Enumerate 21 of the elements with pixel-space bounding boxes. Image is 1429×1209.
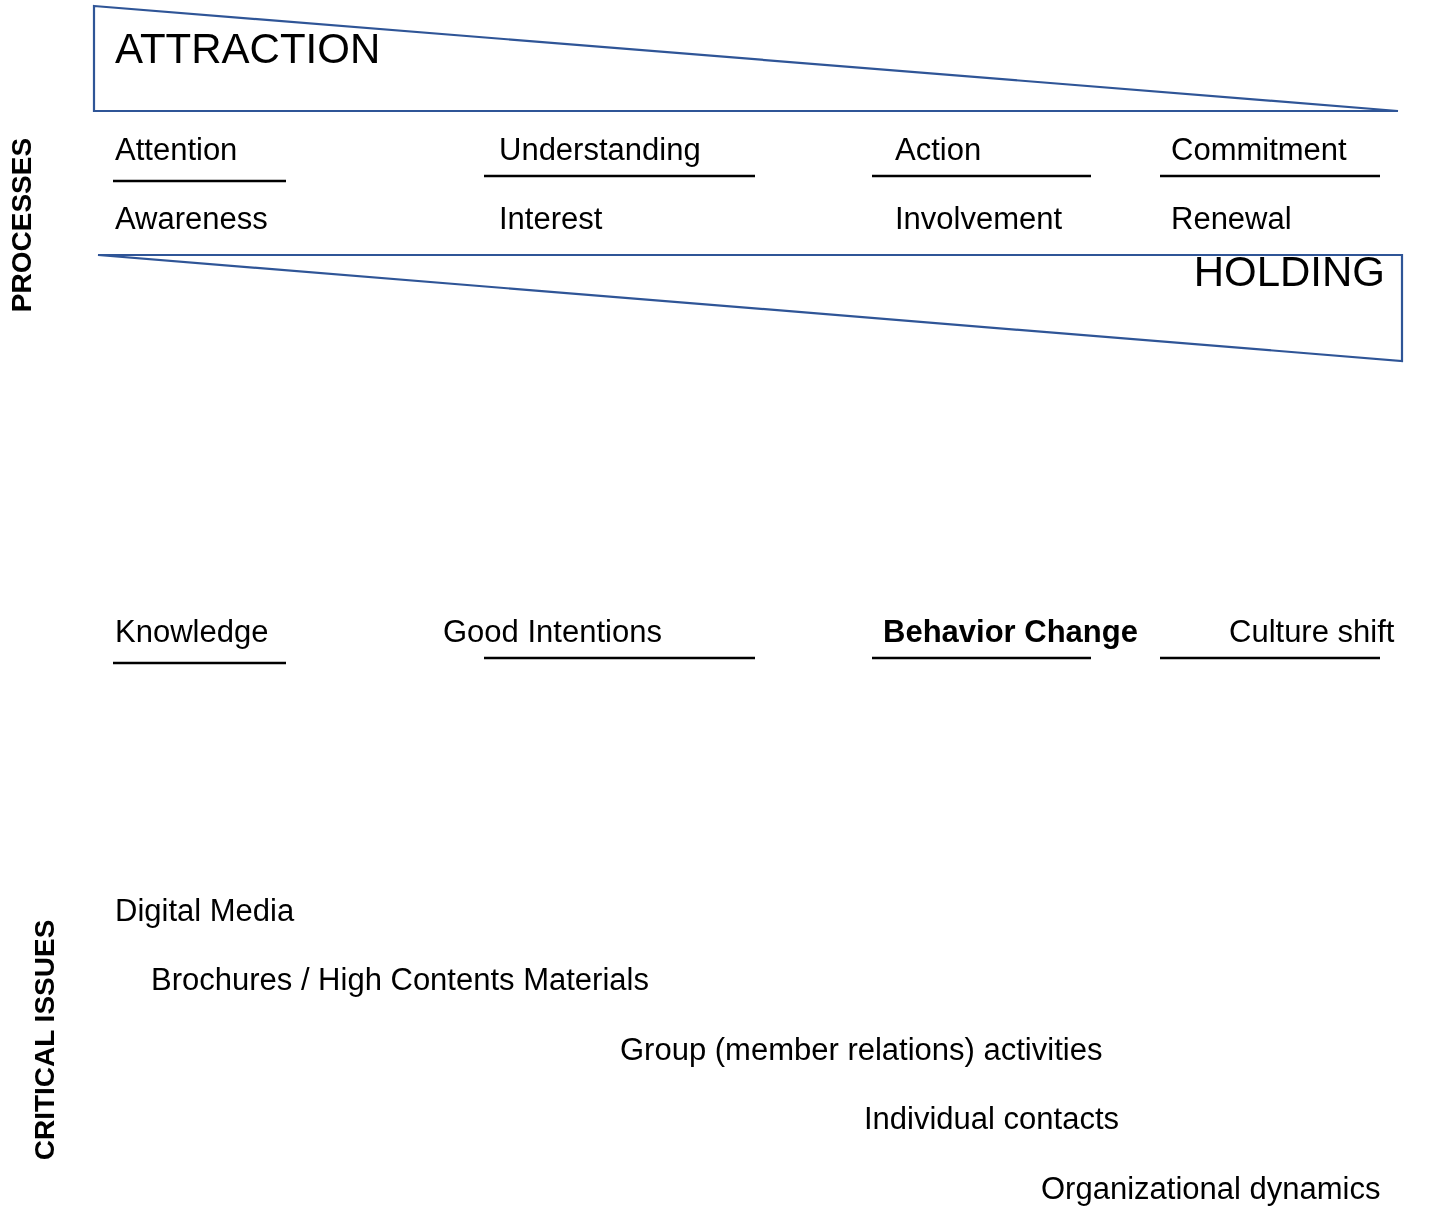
stage-label: Action [895, 131, 982, 169]
stage-label: Commitment [1171, 131, 1347, 169]
stage-label: Awareness [115, 200, 268, 238]
issue-label: Group (member relations) activities [620, 1031, 1103, 1069]
issue-label: Brochures / High Contents Materials [151, 961, 649, 999]
wedge-heading: HOLDING [1193, 247, 1385, 297]
stage-label: Culture shift [1229, 613, 1395, 651]
issue-label: Digital Media [115, 892, 295, 930]
axis-heading: CRITICAL ISSUES [28, 919, 61, 1161]
issue-label: Individual contacts [864, 1100, 1120, 1138]
wedge-heading: ATTRACTION [115, 24, 381, 74]
stage-label: Renewal [1171, 200, 1292, 238]
stage-label: Behavior Change [883, 613, 1138, 651]
stage-label: Good Intentions [443, 613, 662, 651]
stage-label: Involvement [895, 200, 1063, 238]
axis-heading: PROCESSES [5, 137, 38, 313]
issue-label: Organizational dynamics [1041, 1170, 1381, 1208]
stage-label: Knowledge [115, 613, 269, 651]
stage-label: Interest [499, 200, 603, 238]
stage-label: Understanding [499, 131, 701, 169]
stage-label: Attention [115, 131, 238, 169]
